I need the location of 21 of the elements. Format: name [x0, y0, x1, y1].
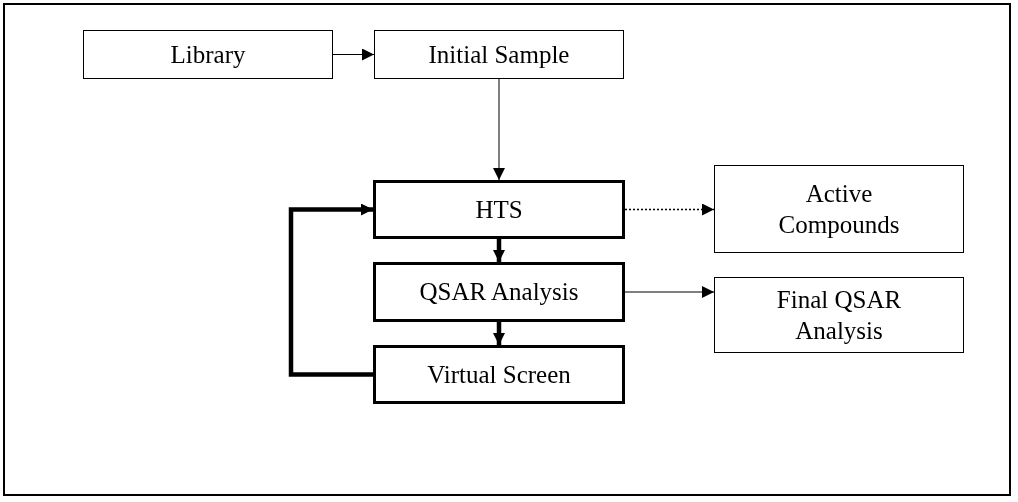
arrow: [493, 239, 505, 262]
arrow: [332, 48, 375, 61]
arrow: [493, 78, 505, 181]
process-box: [373, 262, 625, 322]
box-label: Active Compounds: [777, 178, 901, 240]
process-box: [83, 30, 333, 79]
box-label: QSAR Analysis: [419, 277, 579, 308]
arrow: [624, 286, 715, 298]
process-box: [373, 345, 625, 404]
box-label: Initial Sample: [428, 39, 570, 70]
box-label: Library: [170, 39, 246, 70]
arrow: [493, 322, 505, 345]
box-label: Final QSAR Analysis: [775, 284, 903, 346]
process-box: [373, 180, 625, 239]
box-label: HTS: [475, 194, 523, 225]
arrow: [624, 203, 715, 216]
process-box: [714, 165, 964, 253]
box-label: Virtual Screen: [427, 359, 571, 390]
arrow: [288, 203, 373, 377]
process-box: [714, 277, 964, 353]
process-box: [374, 30, 624, 79]
